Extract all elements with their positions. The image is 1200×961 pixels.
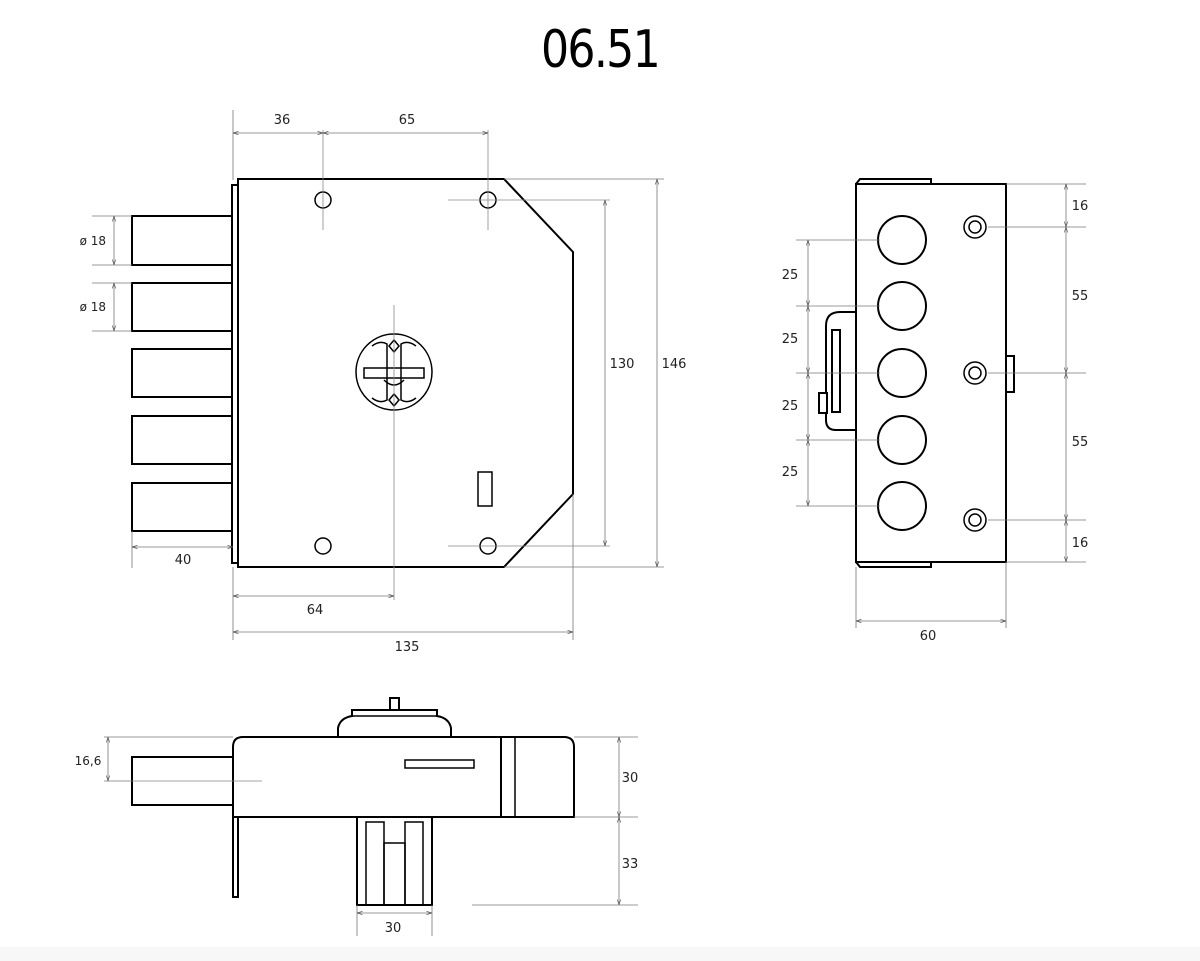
bolts bbox=[131, 215, 234, 532]
bolt-hole-3 bbox=[877, 348, 927, 398]
bottom-band bbox=[0, 947, 1200, 961]
dim-bolt-dia-2: ø 18 bbox=[80, 300, 106, 314]
screw-hole-middle bbox=[963, 361, 987, 385]
dim-pitch-4: 25 bbox=[782, 465, 799, 480]
screw-hole-top bbox=[963, 215, 987, 239]
cylinder-body bbox=[356, 816, 433, 906]
dim-holes-spacing: 65 bbox=[399, 113, 416, 128]
dim-hole-spacing-1: 55 bbox=[1072, 289, 1089, 304]
bolt-1 bbox=[131, 215, 234, 266]
dim-bottom-margin: 16 bbox=[1072, 536, 1089, 551]
dim-pitch-1: 25 bbox=[782, 268, 799, 283]
dim-cylinder-offset: 64 bbox=[307, 603, 324, 618]
bolt-hole-5 bbox=[877, 481, 927, 531]
bolt-hole-2 bbox=[877, 281, 927, 331]
dim-cylinder-projection: 33 bbox=[622, 857, 639, 872]
bolt-hole-1 bbox=[877, 215, 927, 265]
dim-depth: 60 bbox=[920, 629, 937, 644]
bolt-5 bbox=[131, 482, 234, 532]
front-view: 36 65 ø 18 ø 18 130 146 40 64 135 bbox=[80, 110, 687, 655]
dim-bolt-height: 16,6 bbox=[75, 754, 102, 768]
drawing-title: 06.51 bbox=[540, 20, 661, 80]
bolt-2 bbox=[131, 282, 234, 332]
dim-bolt-dia-1: ø 18 bbox=[80, 234, 106, 248]
dim-holes-left: 36 bbox=[274, 113, 291, 128]
dim-bolt-projection: 40 bbox=[175, 553, 192, 568]
bolt-hole-4 bbox=[877, 415, 927, 465]
latch-slot bbox=[477, 471, 493, 507]
dim-pitch-2: 25 bbox=[782, 332, 799, 347]
mounting-hole-bottom-left bbox=[314, 537, 332, 555]
cylinder-cap bbox=[337, 709, 452, 738]
bolt-3 bbox=[131, 348, 234, 398]
dim-hole-spacing-2: 55 bbox=[1072, 435, 1089, 450]
bolt-4 bbox=[131, 415, 234, 465]
dim-pitch-3: 25 bbox=[782, 399, 799, 414]
body-profile bbox=[232, 736, 575, 818]
dim-top-margin: 16 bbox=[1072, 199, 1089, 214]
lock-body bbox=[237, 178, 574, 568]
side-view: 25 25 25 25 16 55 55 16 60 bbox=[782, 178, 1089, 644]
screw-hole-bottom bbox=[963, 508, 987, 532]
dim-body-thickness: 30 bbox=[622, 771, 639, 786]
dim-height-holes: 130 bbox=[610, 357, 635, 372]
dim-height-total: 146 bbox=[662, 357, 687, 372]
dim-cylinder-width: 30 bbox=[385, 921, 402, 936]
bottom-view: 16,6 30 33 30 bbox=[75, 697, 639, 936]
dim-width-total: 135 bbox=[395, 640, 420, 655]
